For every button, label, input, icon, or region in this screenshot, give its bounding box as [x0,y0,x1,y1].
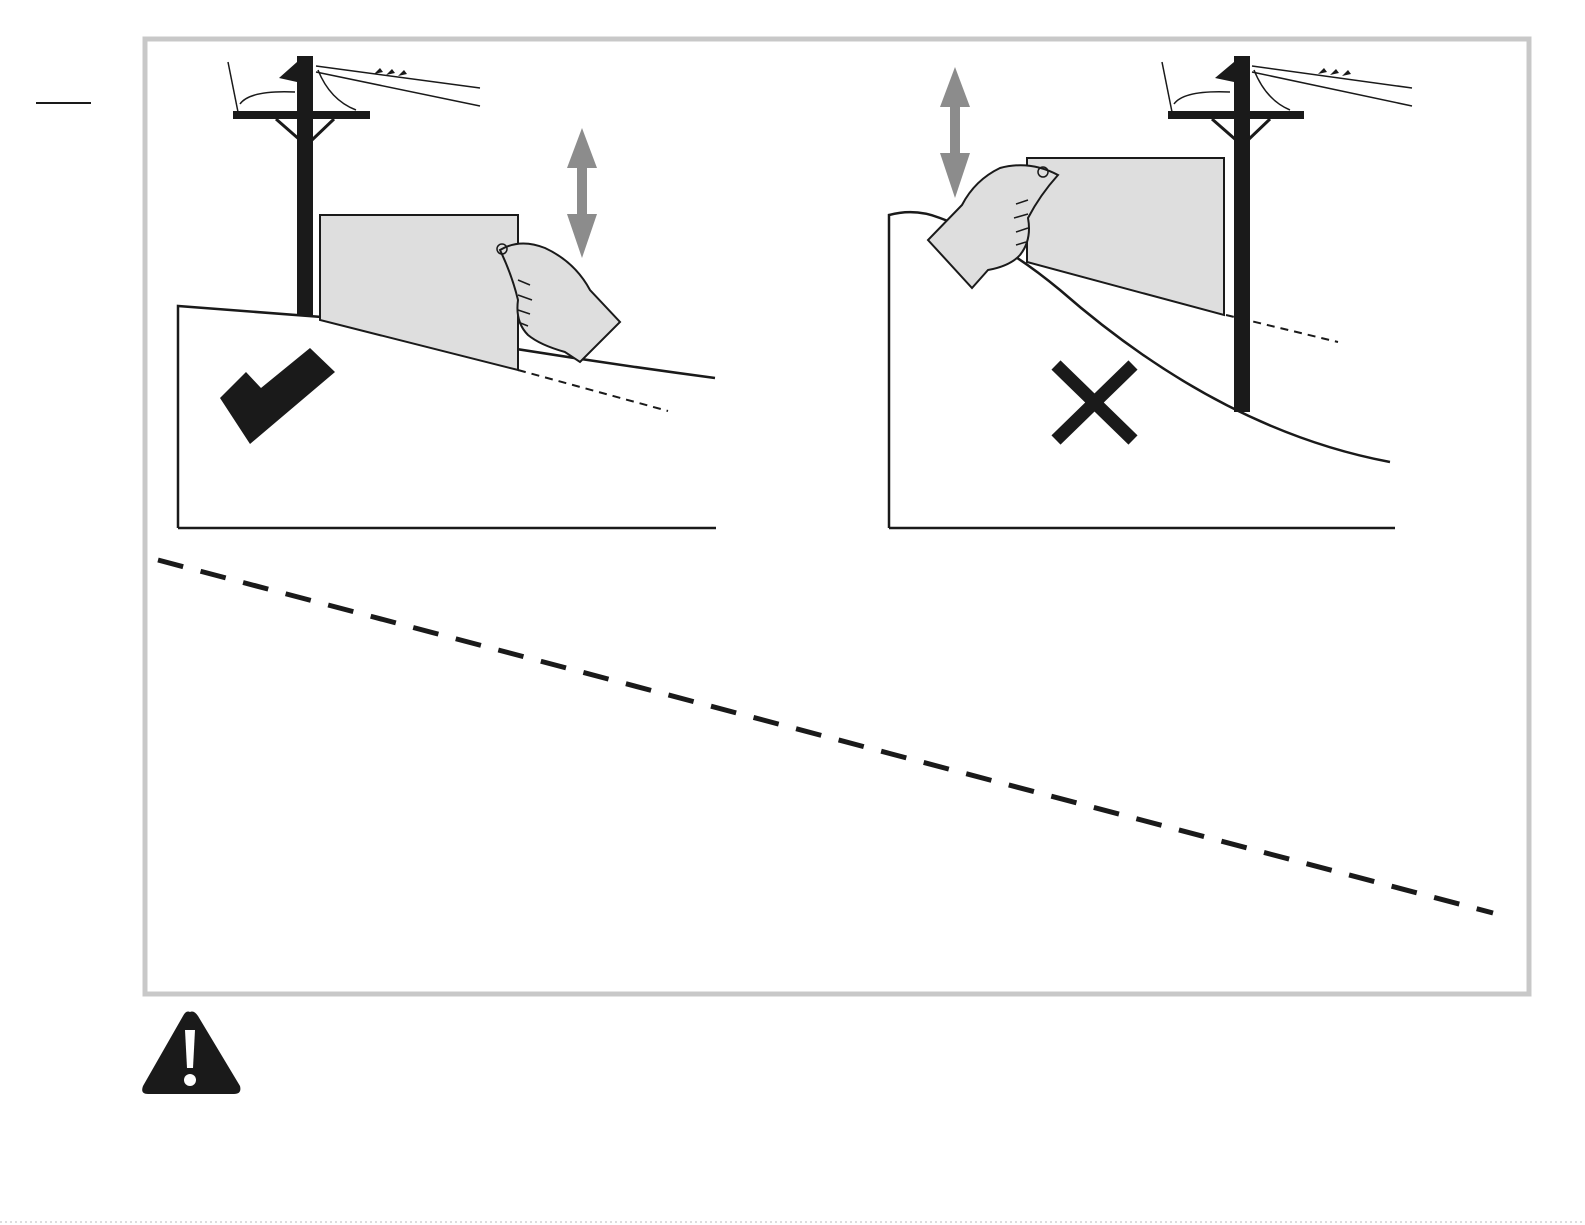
panel-incorrect [1027,158,1224,315]
double-arrow-vertical-icon [567,128,597,258]
scene-correct [178,56,716,528]
x-mark-icon [1056,365,1133,440]
double-arrow-vertical-icon [940,67,970,198]
checkmark-icon [220,348,335,444]
diagram-frame [145,39,1529,994]
guide-dashed-lower [518,370,668,411]
warning-triangle-icon [142,1012,240,1095]
diagonal-dashed-divider [158,560,1493,913]
panel-correct [320,215,518,370]
scene-incorrect [889,56,1412,528]
